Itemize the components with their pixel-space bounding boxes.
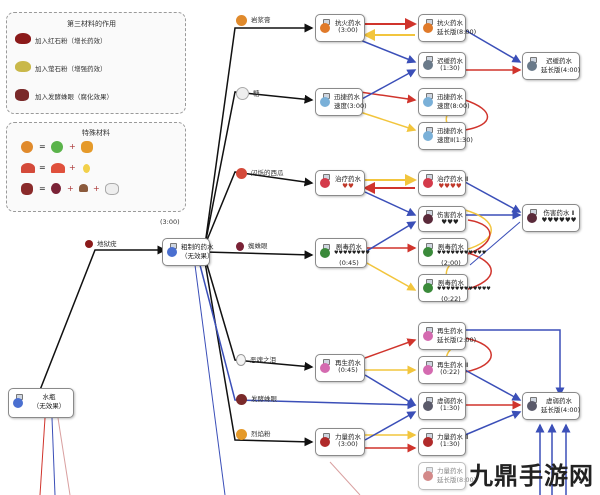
potion-bottle-icon (320, 248, 330, 258)
potion-bottle-icon (423, 23, 433, 33)
potion-bottle-icon (423, 178, 433, 188)
potion-bottle-icon (423, 60, 433, 70)
potion-bottle-icon (13, 398, 23, 408)
fermented-spider-eye-icon (236, 393, 247, 405)
potion-regeneration: 再生药水(0:45) (315, 354, 365, 382)
potion-bottle-icon (320, 97, 330, 107)
potion-bottle-icon (527, 61, 537, 71)
glistering-melon-icon (21, 163, 35, 173)
ingredient-sugar: 糖 (236, 87, 260, 100)
potion-bottle-icon (320, 363, 330, 373)
magma-cream-icon (21, 141, 33, 153)
potion-poison-extended: 剧毒药水♥♥♥♥♥♥♥♥♥♥♥(2:00) (418, 238, 486, 267)
potion-regeneration-2: 再生药水 Ⅱ(0:22) (418, 356, 468, 384)
fermented-spider-eye-icon (21, 183, 33, 195)
potion-regeneration-extended: 再生药水延长版(2:00) (418, 322, 476, 350)
equals-sign: = (39, 163, 46, 172)
potion-water-bottle: 水瓶（无效果） (8, 388, 74, 418)
potion-bottle-icon (423, 97, 433, 107)
ingredient-ghast-tear: 恶魂之泪 (236, 354, 276, 366)
potion-bottle-icon (320, 178, 330, 188)
blaze-powder-icon (236, 428, 247, 440)
root-time: (3:00) (160, 218, 180, 226)
sugar-icon (105, 183, 119, 195)
potion-strength-extended: 力量药水延长版(8:00) (418, 462, 476, 490)
ingredient-glistering-melon: 闪烁的西瓜 (236, 167, 284, 179)
potion-bottle-icon (423, 365, 433, 375)
potion-swiftness-extended: 迅捷药水速度(8:00) (418, 88, 470, 116)
sugar-icon (236, 87, 249, 100)
glowstone-icon (15, 61, 31, 72)
potion-bottle-icon (423, 437, 433, 447)
potion-bottle-icon (527, 213, 537, 223)
potion-bottle-icon (423, 214, 433, 224)
potion-bottle-icon (423, 247, 433, 257)
potion-healing-2: 治疗药水 Ⅱ♥♥♥♥ (418, 170, 468, 196)
potion-bottle-icon (320, 437, 330, 447)
potion-slowness: 迟缓药水(1:30) (418, 52, 466, 78)
magma-cream-icon (236, 14, 247, 26)
legend-modifiers: 第三材料的作用 加入红石粉（增长药效） 加入萤石粉（增强药效） 加入发酵蛛眼（腐… (6, 12, 186, 114)
legend-special: 特殊材料 = + = + = + + (6, 122, 186, 212)
plus-sign: + (93, 184, 100, 193)
spider-eye-icon (51, 183, 61, 194)
potion-weakness-extended: 虚弱药水延长版(4:00) (522, 392, 580, 420)
potion-swiftness: 迅捷药水速度(3:00) (315, 88, 367, 116)
potion-healing: 治疗药水♥♥ (315, 170, 365, 196)
melon-slice-icon (51, 163, 65, 173)
equals-sign: = (39, 184, 46, 193)
potion-bottle-icon (423, 471, 433, 481)
potion-weakness: 虚弱药水(1:30) (418, 392, 466, 420)
ghast-tear-icon (236, 354, 246, 366)
legend-modifiers-title: 第三材料的作用 (67, 20, 116, 28)
blaze-powder-icon (81, 141, 93, 153)
potion-bottle-icon (167, 247, 177, 257)
plus-sign: + (69, 142, 76, 151)
glistering-melon-icon (236, 167, 247, 179)
legend-redstone-label: 加入红石粉（增长药效） (35, 37, 107, 45)
potion-harming: 伤害药水♥♥♥ (418, 206, 466, 232)
potion-swiftness-2: 迅捷药水速度Ⅱ(1:30) (418, 122, 473, 150)
mushroom-icon (79, 184, 88, 192)
gold-nugget-icon (83, 164, 90, 173)
potion-poison-2: 剧毒药水♥♥♥♥♥♥♥♥♥♥♥♥(0:22) (418, 274, 491, 303)
potion-fire-resistance: 抗火药水(3:00) (315, 14, 365, 42)
potion-strength: 力量药水(3:00) (315, 428, 365, 456)
ingredient-blaze-powder: 烈焰粉 (236, 428, 271, 440)
potion-bottle-icon (320, 23, 330, 33)
fermented-spider-eye-icon (15, 89, 29, 101)
plus-sign: + (67, 184, 74, 193)
potion-bottle-icon (527, 401, 537, 411)
potion-strength-2: 力量药水 Ⅱ(1:30) (418, 428, 468, 456)
nether-wart-icon (85, 240, 93, 248)
ingredient-nether-wart: 地狱疣 (85, 238, 117, 248)
legend-special-title: 特殊材料 (82, 129, 110, 137)
plus-sign: + (69, 163, 76, 172)
ingredient-magma-cream: 岩浆膏 (236, 14, 271, 26)
slime-ball-icon (51, 141, 63, 153)
legend-glowstone-label: 加入萤石粉（增强药效） (35, 65, 107, 73)
potion-awkward: 粗制的药水（无效果） (162, 238, 214, 266)
watermark-logo: 九鼎手游网 (469, 462, 594, 490)
potion-bottle-icon (423, 283, 433, 293)
redstone-icon (15, 33, 31, 44)
potion-harming-2: 伤害药水 Ⅱ♥♥♥♥♥♥ (522, 204, 580, 232)
potion-fire-resistance-extended: 抗火药水延长版(8:00) (418, 14, 476, 42)
potion-bottle-icon (423, 331, 433, 341)
equals-sign: = (39, 142, 46, 151)
ingredient-spider-eye: 蜘蛛眼 (236, 240, 268, 251)
potion-bottle-icon (423, 401, 433, 411)
spider-eye-icon (236, 241, 244, 251)
ingredient-fermented-spider-eye: 发酵蛛眼 (236, 393, 277, 405)
potion-bottle-icon (423, 131, 433, 141)
legend-fermented-label: 加入发酵蛛眼（腐化效果） (35, 93, 113, 101)
potion-poison: 剧毒药水♥♥♥♥♥♥♥♥(0:45) (315, 238, 370, 268)
potion-slowness-extended: 迟缓药水延长版(4:00) (522, 52, 580, 80)
